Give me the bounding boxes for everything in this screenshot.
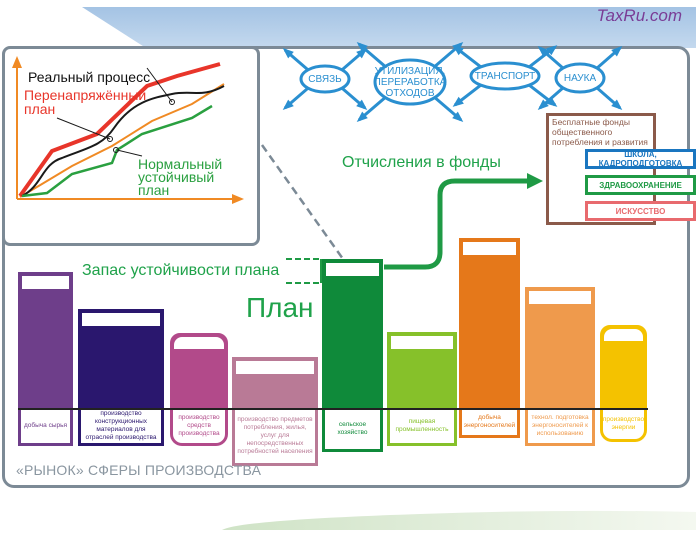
infra-recycling-ellipse xyxy=(356,42,464,122)
sector-label: производство предметов потребления, жиль… xyxy=(232,408,318,466)
arrow-icon xyxy=(611,46,623,57)
sector-label: технол. подготовка энергоносителей к исп… xyxy=(525,408,595,446)
arrow-icon xyxy=(373,58,447,106)
infra-science-ellipse xyxy=(537,46,623,110)
arrow-icon xyxy=(452,45,464,56)
sector-bar xyxy=(18,272,73,408)
overstrained-plan-label-2: план xyxy=(24,101,56,117)
arrow-icon xyxy=(554,62,606,94)
arrow-icon xyxy=(537,99,549,110)
arrow-icon xyxy=(611,99,623,110)
inset-chart xyxy=(12,56,244,204)
plan-label: План xyxy=(246,292,314,323)
arrow-icon xyxy=(356,99,368,110)
infra-transport-label: ТРАНСПОРТ xyxy=(474,70,536,82)
normal-plan-line xyxy=(21,104,213,198)
overstrained-plan-line xyxy=(18,62,221,198)
inset-chart-frame xyxy=(2,46,260,246)
arrow-icon xyxy=(356,42,368,53)
bar-reserve-slot xyxy=(174,337,224,349)
overstrained-plan-label-1: Перенапряжённый xyxy=(24,87,147,103)
sector-label: производство энергии xyxy=(600,408,647,442)
market-label: «РЫНОК» СФЕРЫ ПРОИЗВОДСТВА xyxy=(16,462,262,478)
y-axis xyxy=(12,56,22,199)
sector-label: производство конструкционных материалов … xyxy=(78,408,164,446)
x-axis xyxy=(17,194,244,204)
fund-item-school: ШКОЛА, КАДРОПОДГОТОВКА xyxy=(585,149,696,169)
bar-reserve-slot xyxy=(529,291,591,304)
top-banner xyxy=(82,7,696,48)
bar-reserve-slot xyxy=(463,242,516,255)
bar-reserve-slot xyxy=(22,276,69,289)
leader-lines xyxy=(56,67,175,157)
fund-item-health: ЗДРАВООХРАНЕНИЕ xyxy=(585,175,696,195)
infra-recycling-label: УТИЛИЗАЦИЯ, ПЕРЕРАБОТКА ОТХОДОВ xyxy=(373,65,447,99)
arrow-icon xyxy=(469,61,541,91)
allocations-label: Отчисления в фонды xyxy=(342,154,501,171)
public-funds-title: Бесплатные фонды общественного потреблен… xyxy=(552,117,648,147)
arrow-icon xyxy=(546,96,558,107)
normal-plan-label-3: план xyxy=(138,182,170,198)
sector-bar xyxy=(459,238,520,408)
real-process-label: Реальный процесс xyxy=(28,69,151,85)
arrow-icon xyxy=(537,46,549,57)
sector-label: пищевая промышленность xyxy=(387,408,457,446)
sector-bar xyxy=(525,287,595,408)
normal-plan-label-2: устойчивый xyxy=(138,169,215,185)
bar-reserve-slot xyxy=(391,336,453,349)
bar-reserve-slot xyxy=(236,361,314,374)
infra-transport-ellipse xyxy=(452,45,558,107)
bottom-swoosh xyxy=(222,510,696,530)
baseline xyxy=(18,408,648,410)
arrow-icon xyxy=(452,111,464,122)
infra-science-label: НАУКА xyxy=(563,72,597,84)
sector-label: добыча энергоносителей xyxy=(459,408,520,438)
bar-reserve-slot xyxy=(82,313,160,326)
arrow-icon xyxy=(452,96,464,107)
bar-reserve-slot xyxy=(326,263,379,276)
fund-item-art: ИСКУССТВО xyxy=(585,201,696,221)
arrow-icon xyxy=(299,64,351,94)
arrow-icon xyxy=(282,99,294,110)
sector-label: производство средств производства xyxy=(170,408,228,446)
arrow-icon xyxy=(546,45,558,56)
sector-label: добыча сырья xyxy=(18,408,73,446)
real-process-line xyxy=(21,85,225,197)
arrow-icon xyxy=(282,48,294,59)
sector-label: сельское хозяйство xyxy=(322,408,383,452)
arrow-icon xyxy=(356,111,368,122)
bar-reserve-slot xyxy=(604,329,643,341)
infra-communication-label: СВЯЗЬ xyxy=(308,73,342,85)
reserve-label: Запас устойчивости плана xyxy=(82,262,280,279)
orange-plan-line xyxy=(19,83,225,198)
watermark: TaxRu.com xyxy=(596,6,682,25)
sector-bar xyxy=(322,259,383,408)
normal-plan-label-1: Нормальный xyxy=(138,156,223,172)
